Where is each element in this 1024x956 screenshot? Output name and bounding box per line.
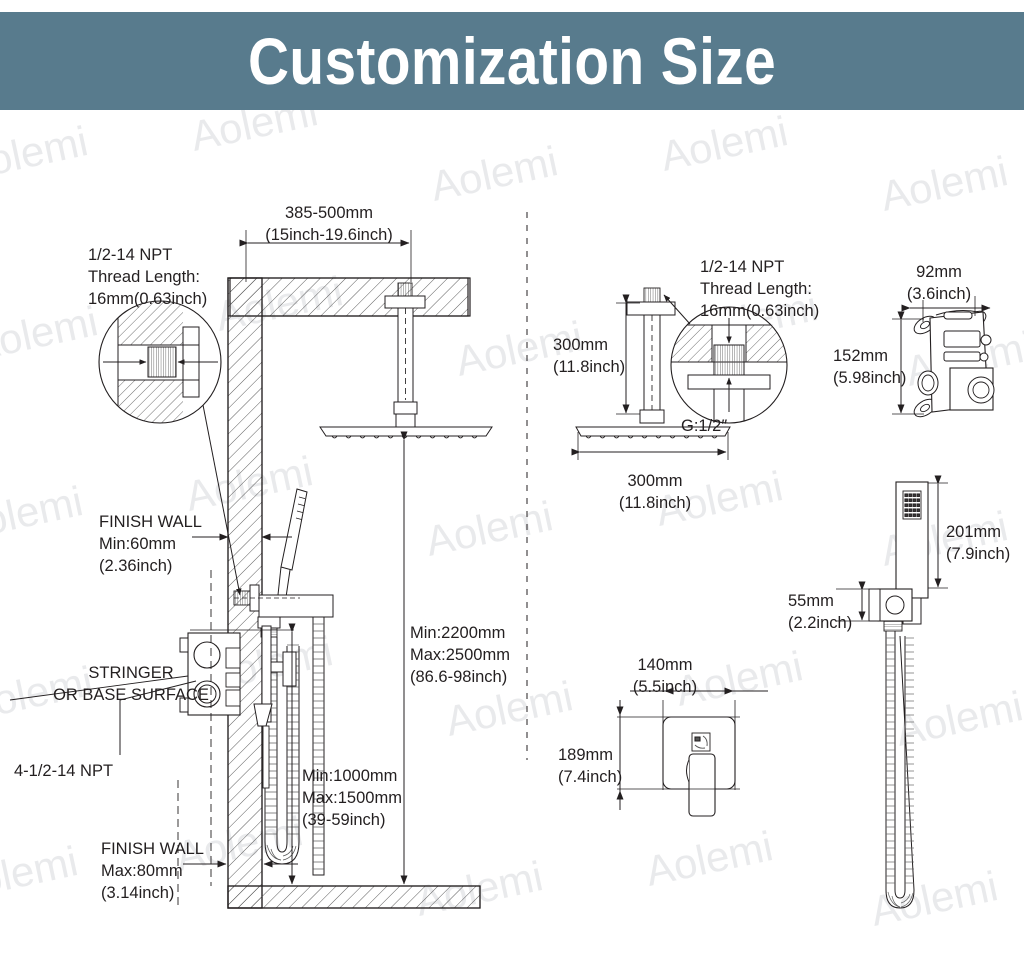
label-head-w-1: 300mm bbox=[627, 472, 683, 490]
label-npt-left: 1/2-14 NPT bbox=[88, 246, 173, 264]
label-head-h-2: Max:2500mm bbox=[410, 646, 510, 664]
trim-plate-diagram bbox=[616, 687, 768, 817]
label-valve-w-1: 92mm bbox=[916, 263, 962, 281]
label-finish-min-1: FINISH WALL bbox=[99, 513, 202, 531]
label-valve-ht-1: 152mm bbox=[833, 347, 889, 365]
label-bracket-2: (2.2inch) bbox=[788, 614, 853, 632]
dimension-lines-wall bbox=[9, 230, 412, 905]
floor-slab bbox=[227, 885, 481, 909]
label-valve-h-2: Max:1500mm bbox=[302, 789, 402, 807]
label-head-h-3: (86.6-98inch) bbox=[410, 668, 508, 686]
label-finish-min-2: Min:60mm bbox=[99, 535, 177, 553]
label-npt-left-3: 16mm(0.63inch) bbox=[88, 290, 208, 308]
valve-body-main bbox=[179, 570, 297, 886]
label-stringer-1: STRINGER bbox=[88, 664, 174, 682]
label-bracket-1: 55mm bbox=[788, 592, 834, 610]
label-head-h-1: Min:2200mm bbox=[410, 624, 506, 642]
handheld-wand-main bbox=[276, 488, 308, 605]
label-trim-w-2: (5.5inch) bbox=[632, 678, 698, 696]
label-valve-h-1: Min:1000mm bbox=[302, 767, 398, 785]
label-npt-ceil-3: 16mm(0.63inch) bbox=[700, 302, 820, 320]
label-valve-h-3: (39-59inch) bbox=[302, 811, 386, 829]
label-finish-max-3: (3.14inch) bbox=[101, 884, 175, 902]
thread-detail-callout-ceiling bbox=[663, 294, 788, 424]
label-valve-ht-2: (5.98inch) bbox=[833, 369, 907, 387]
label-finish-min-3: (2.36inch) bbox=[99, 557, 173, 575]
label-span-1: 385-500mm bbox=[284, 204, 374, 222]
label-npt-ceil-2: Thread Length: bbox=[700, 280, 812, 298]
ceiling-mount-diagram bbox=[571, 287, 788, 460]
label-npt-left-2: Thread Length: bbox=[88, 268, 200, 286]
label-npt-ceil-1: 1/2-14 NPT bbox=[700, 258, 785, 276]
label-stringer-2: OR BASE SURFACE bbox=[53, 686, 209, 704]
label-span-2: (15inch-19.6inch) bbox=[265, 226, 393, 244]
riser-bar bbox=[312, 616, 325, 876]
page-header-banner: Customization Size bbox=[0, 12, 1024, 110]
label-finish-max-2: Max:80mm bbox=[101, 862, 183, 880]
label-finish-max-1: FINISH WALL bbox=[101, 840, 204, 858]
label-wand-2: (7.9inch) bbox=[946, 545, 1011, 563]
wall-mount-diagram bbox=[9, 230, 493, 909]
ceiling-slab bbox=[227, 277, 471, 317]
label-arm-len-2: (11.8inch) bbox=[553, 358, 626, 376]
handheld-shower-diagram bbox=[836, 475, 948, 909]
label-head-w-2: (11.8inch) bbox=[618, 494, 692, 512]
valve-body-diagram bbox=[892, 296, 995, 418]
label-trim-h-2: (7.4inch) bbox=[558, 768, 623, 786]
label-trim-h-1: 189mm bbox=[558, 746, 614, 764]
page-title: Customization Size bbox=[247, 24, 777, 98]
thread-detail-callout-left bbox=[98, 300, 242, 596]
label-trim-w-1: 140mm bbox=[637, 656, 693, 674]
label-wand-1: 201mm bbox=[946, 523, 1002, 541]
label-g-half: G:1/2″ bbox=[681, 417, 728, 435]
label-valve-w-2: (3.6inch) bbox=[906, 285, 972, 303]
label-valve-npt: 4-1/2-14 NPT bbox=[14, 762, 114, 780]
label-arm-len-1: 300mm bbox=[553, 336, 609, 354]
